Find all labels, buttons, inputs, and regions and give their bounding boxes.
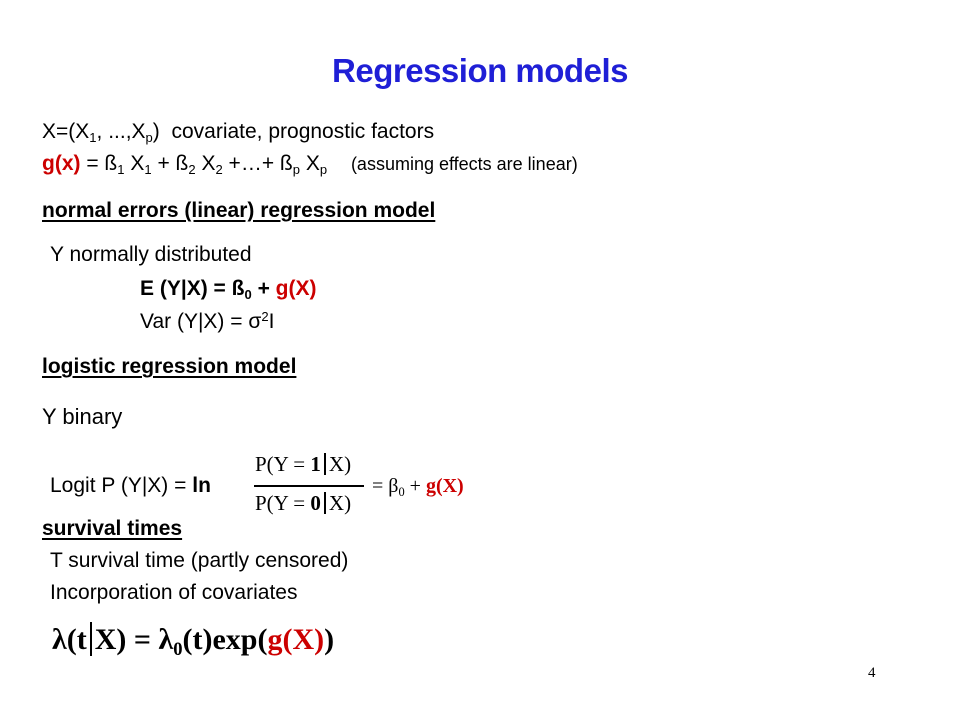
x-def-prefix: X=(X [42,120,90,143]
gx-plus2: + ß [151,152,189,175]
lambda-gx: g(X) [267,623,325,656]
page-title: Regression models [332,52,628,89]
gx-eq: = ß [80,152,118,175]
x-sub-1b: 1 [144,162,152,178]
linearity-note: (assuming effects are linear) [350,154,578,174]
x-close: ) [152,120,160,143]
beta-sub-2: 2 [188,162,196,178]
gx-plusdots: +…+ ß [222,152,293,175]
survival-line1: T survival time (partly censored) [50,549,349,572]
ln-text: ln [192,474,211,497]
covariate-description: covariate, prognostic factors [171,120,435,143]
rhs-plus: + [404,475,426,497]
covariate-definition: X=(X1, ...,Xp) covariate, prognostic fac… [42,120,434,144]
num-left: P(Y = [255,452,311,476]
logit-text: Logit P (Y|X) = [50,474,193,497]
num-right: X) [328,452,352,476]
e-prefix: E (Y|X) = ß [140,277,245,300]
rhs-sub-0: 0 [398,484,405,499]
x-sub-2: 2 [215,162,223,178]
gx-x1: X [124,152,145,175]
gx-definition: g(x) = ß1 X1 + ß2 X2 +…+ ßp Xp (assuming… [42,152,578,176]
e-sub-0: 0 [244,287,252,303]
x-sub-1: 1 [89,130,97,146]
page-number: 4 [868,665,876,681]
num-one: 1 [310,452,321,476]
lambda-sub-0: 0 [173,638,183,660]
logit-prefix: Logit P (Y|X) = ln [50,474,211,498]
variance-formula: Var (Y|X) = σ2I [140,310,274,334]
logistic-line1: Y binary [42,404,123,429]
x-sub-p: p [145,130,153,146]
den-bar [323,492,326,514]
var-sup-2: 2 [261,308,269,324]
den-left: P(Y = [255,491,311,515]
logit-denominator: P(Y = 0 X) [255,491,351,516]
logistic-model-heading: logistic regression model [42,355,297,378]
expectation-formula: E (Y|X) = ß0 + g(X) [140,277,317,301]
var-suffix: I [268,310,275,333]
beta-sub-1: 1 [117,162,125,178]
den-zero: 0 [310,491,321,515]
fraction-bar [254,485,364,487]
logit-rhs: = β0 + g(X) [372,475,464,498]
lambda-close: ) [324,623,335,656]
lambda-left: λ(t [52,623,87,656]
gx-lhs: g(x) [42,152,81,175]
rhs-eq: = β [372,475,399,497]
lambda-x: X) = λ [94,623,174,656]
normal-model-heading: normal errors (linear) regression model [42,199,436,222]
x-ellipsis: , ...,X [96,120,146,143]
survival-heading: survival times [42,517,183,540]
lambda-open: ( [257,623,268,656]
den-right: X) [328,491,352,515]
lambda-bar [89,622,92,656]
logit-numerator: P(Y = 1 X) [255,452,351,477]
e-plus: + [251,277,276,300]
e-gx: g(X) [275,277,317,300]
rhs-gx: g(X) [425,475,464,497]
gx-x2: X [195,152,216,175]
lambda-mid: (t)exp [182,623,258,656]
gx-xp: X [300,152,320,175]
var-prefix: Var (Y|X) = σ [140,310,262,333]
num-bar [323,453,326,475]
x-sub-p2: p [319,162,328,178]
survival-line2: Incorporation of covariates [50,581,298,604]
beta-sub-p: p [292,162,300,178]
normal-line1: Y normally distributed [50,243,252,266]
